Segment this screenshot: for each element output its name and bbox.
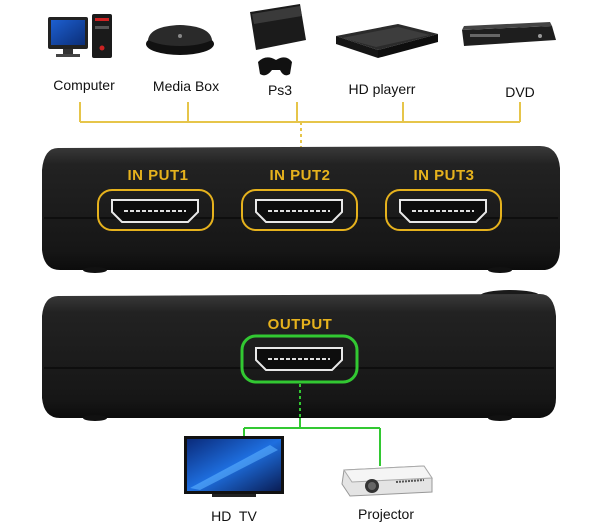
dvd-label: DVD [505, 84, 535, 100]
dvd-icon [462, 22, 556, 46]
projector-label: Projector [357, 506, 415, 522]
hdmi-port-icon [385, 189, 502, 231]
projector-icon [341, 465, 433, 497]
ps3-icon [250, 4, 306, 76]
media-box-icon [146, 25, 214, 55]
ps3-label: Ps3 [267, 82, 293, 98]
hdmi-port-icon [240, 334, 359, 384]
hdmi-port-icon [97, 189, 214, 231]
output-connector-lines [243, 384, 381, 466]
input-2-label: IN PUT2 [269, 167, 331, 184]
computer-label: Computer [53, 77, 115, 93]
hd-player-label: HD playerr [348, 81, 416, 97]
input-3-label: IN PUT3 [413, 167, 475, 184]
hdmi-port-icon [241, 189, 358, 231]
hd-tv-label: HD TV [211, 508, 257, 524]
input-1-label: IN PUT1 [127, 167, 189, 184]
output-label: OUTPUT [267, 316, 333, 333]
media-box-label: Media Box [152, 78, 220, 94]
hd-player-icon [336, 24, 438, 58]
tv-icon [184, 436, 284, 497]
computer-icon [48, 14, 112, 58]
input-connector-lines [79, 102, 521, 162]
